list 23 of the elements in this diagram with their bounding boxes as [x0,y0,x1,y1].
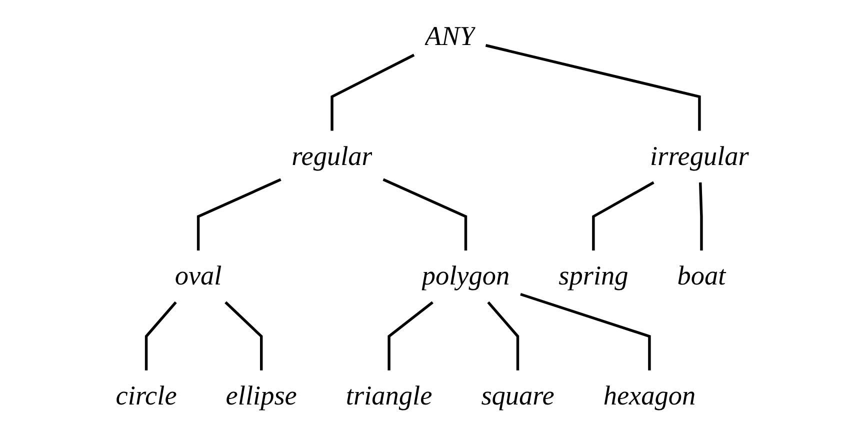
connector [382,178,467,251]
node-text: polygon [422,261,510,292]
connector [485,44,700,131]
node-text: regular [291,142,372,172]
connector [224,301,262,370]
node-text: ellipse [225,381,297,412]
node-text: irregular [650,142,749,172]
connector [698,182,702,251]
node-text: square [480,381,554,412]
node-text: hexagon [602,381,696,412]
connector [520,292,650,370]
node-text: triangle [346,381,432,412]
connector [196,178,281,251]
connector [144,301,177,370]
node-text: spring [558,261,628,292]
node-text: circle [115,381,176,412]
connector [592,181,654,251]
connector [486,301,519,370]
node-text: ANY [424,22,475,52]
connector [387,301,434,370]
node-text: boat [676,261,726,292]
connector [330,54,414,131]
node-text: oval [174,261,222,292]
